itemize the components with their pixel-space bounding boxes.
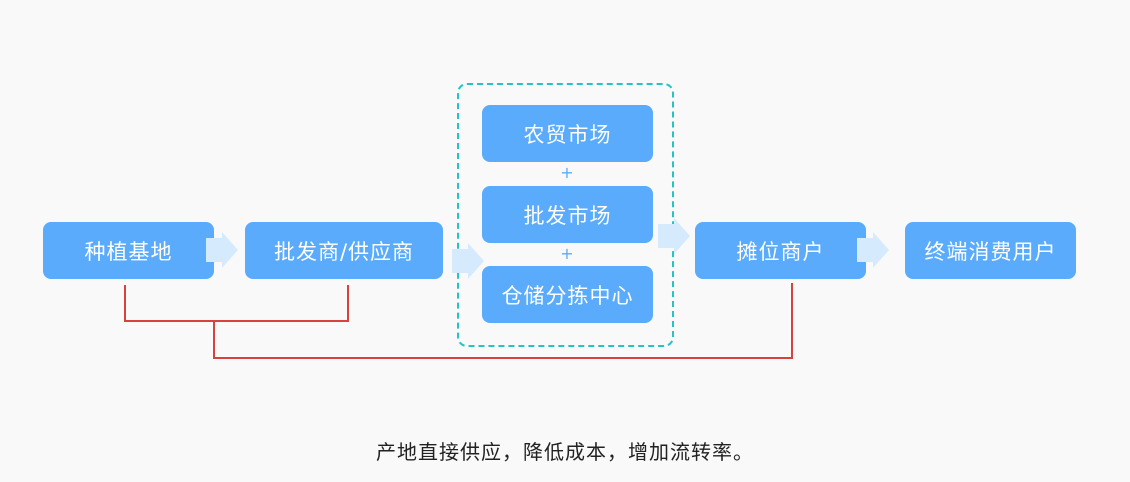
node-end-consumers: 终端消费用户 <box>905 222 1076 279</box>
flow-arrow-icon <box>206 232 238 268</box>
node-label: 摊位商户 <box>736 239 825 264</box>
diagram-caption: 产地直接供应，降低成本，增加流转率。 <box>376 440 754 464</box>
node-wholesaler: 批发商/供应商 <box>245 222 443 279</box>
node-wholesale-market: 批发市场 <box>482 186 653 243</box>
flow-arrow-icon <box>857 232 889 268</box>
node-farmers-market: 农贸市场 <box>482 105 653 162</box>
node-stall-merchants: 摊位商户 <box>695 222 866 279</box>
node-label: 终端消费用户 <box>924 239 1057 264</box>
market-group-frame <box>457 83 674 347</box>
node-label: 农贸市场 <box>523 122 612 147</box>
node-planting-base: 种植基地 <box>43 222 214 279</box>
short-bracket-line <box>124 285 349 322</box>
plus-sign: + <box>560 163 574 182</box>
flow-arrow-icon <box>452 243 484 279</box>
node-label: 仓储分拣中心 <box>501 283 634 308</box>
flow-arrow-icon <box>658 218 690 254</box>
node-label: 批发商/供应商 <box>273 239 415 264</box>
node-label: 批发市场 <box>523 203 612 228</box>
plus-sign: + <box>560 244 574 263</box>
node-warehouse-center: 仓储分拣中心 <box>482 266 653 323</box>
long-bracket-line <box>213 283 793 359</box>
node-label: 种植基地 <box>84 239 173 264</box>
